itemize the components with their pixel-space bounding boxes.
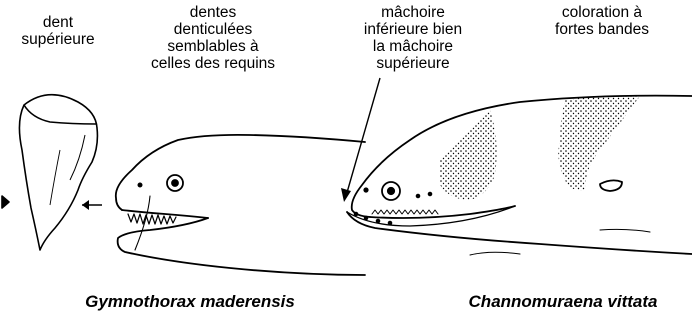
- tooth-drawing: [2, 95, 102, 250]
- channomuraena-head-drawing: [347, 96, 692, 255]
- gymnothorax-head-drawing: [116, 135, 365, 275]
